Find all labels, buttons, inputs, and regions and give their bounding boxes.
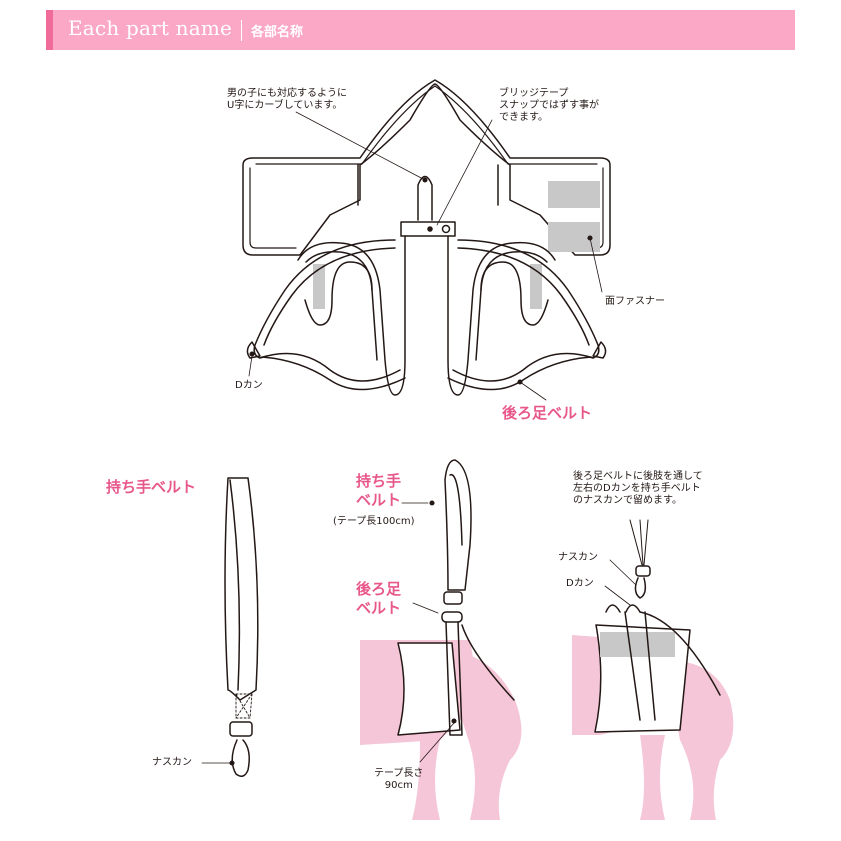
section-header: Each part name 各部名称: [46, 10, 795, 50]
label-rear-tape-length: テープ長さ 90cm: [374, 768, 424, 791]
callout-snap-hook: ナスカン: [152, 757, 192, 768]
attach-illustration: [572, 519, 734, 820]
callout-d-ring: Dカン: [235, 380, 263, 391]
header-subtitle: 各部名称: [251, 25, 304, 40]
harness-illustration: [242, 79, 611, 401]
label-handle-belt: 持ち手ベルト: [106, 478, 197, 496]
label-handle-tape-length: (テープ長100cm): [333, 516, 415, 527]
attach-instruction: 後ろ足ベルトに後肢を通して 左右のDカンを持ち手ベルト のナスカンで留めます。: [573, 471, 703, 506]
callout-bridge-tape: ブリッジテープ スナップではずす事が できます。: [499, 88, 599, 123]
usage-illustration: [360, 459, 522, 820]
header-divider: [241, 20, 242, 41]
callout-attach-snap-hook: ナスカン: [558, 552, 598, 563]
label-usage-rear-leg-belt: 後ろ足 ベルト: [356, 580, 402, 617]
header-accent-bar: [46, 10, 53, 50]
label-usage-handle-belt: 持ち手 ベルト: [356, 472, 402, 509]
callout-hook-loop-fastener: 面ファスナー: [605, 296, 665, 307]
callout-attach-d-ring: Dカン: [566, 578, 594, 589]
handle-belt-illustration: [201, 477, 259, 777]
callout-u-curve: 男の子にも対応するように U字にカーブしています。: [227, 88, 347, 111]
header-title: Each part name: [68, 16, 233, 40]
label-rear-leg-belt: 後ろ足ベルト: [502, 404, 593, 422]
